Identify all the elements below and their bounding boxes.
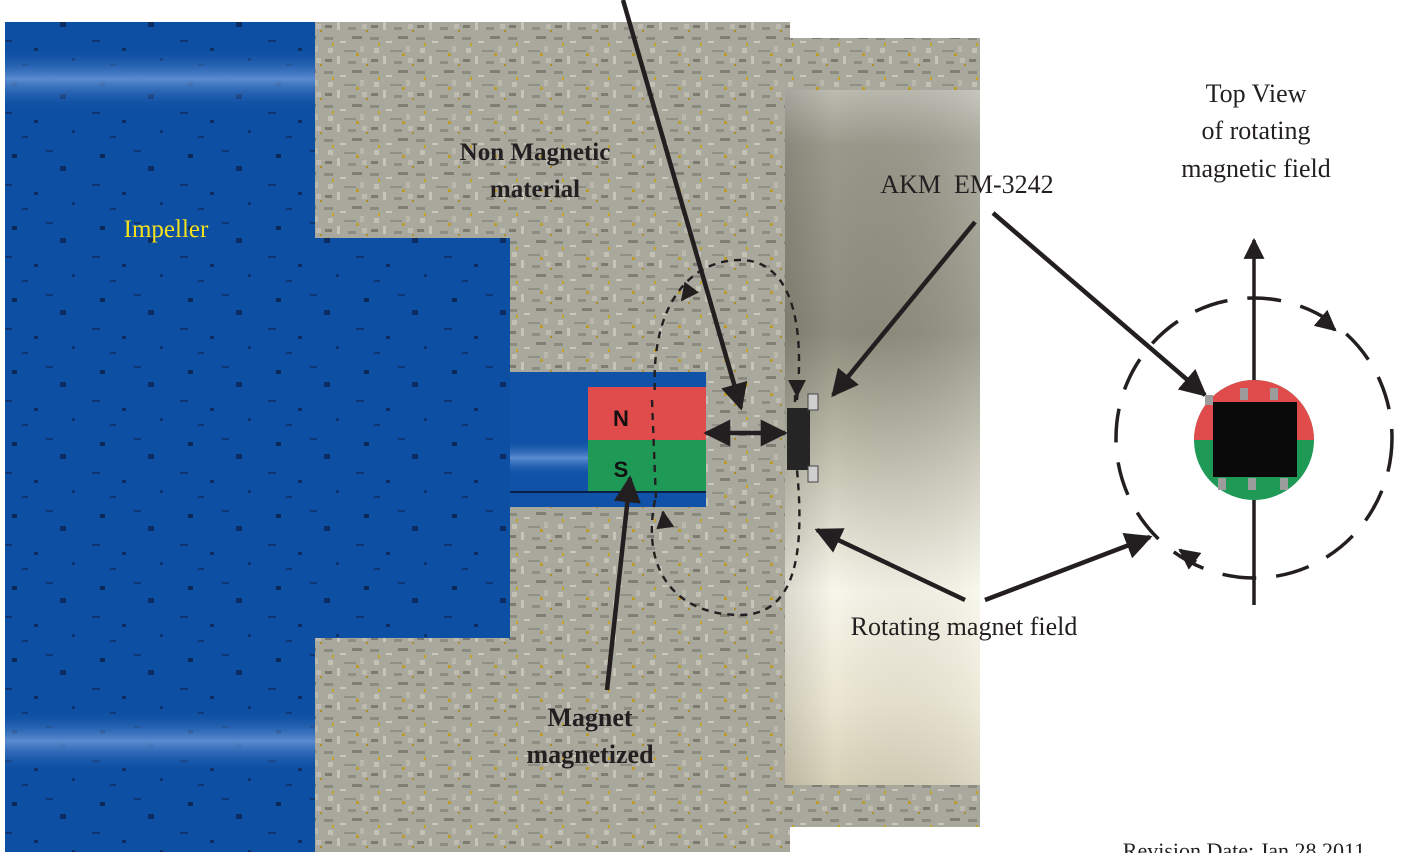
rotation-arrow-bottom xyxy=(1178,548,1202,570)
field-loop-side xyxy=(650,258,801,617)
magnet-label-line1: Magnet xyxy=(547,703,633,732)
top-view-label-line1: Top View xyxy=(1206,79,1307,108)
pointer-arrows xyxy=(604,0,1208,691)
magnet-north xyxy=(588,387,706,440)
sensor-label: AKM EM-3242 xyxy=(880,170,1053,199)
magnet: N S xyxy=(588,387,706,491)
top-view-label-line2: of rotating xyxy=(1201,116,1310,145)
field-loop-arrowheads xyxy=(656,281,806,530)
revision-date: Revision Date: Jan 28 2011 xyxy=(1123,838,1365,853)
sensor-chip-side xyxy=(787,393,819,483)
magnet-label-line2: magnetized xyxy=(526,740,654,769)
non-magnetic-label-line2: material xyxy=(490,176,580,203)
impeller-label: Impeller xyxy=(124,216,209,243)
top-view-label-line3: magnetic field xyxy=(1181,154,1330,183)
top-view-pointer-arrow xyxy=(991,211,1208,397)
magnet-north-label: N xyxy=(613,406,629,431)
rotation-arrow-top xyxy=(1313,309,1337,332)
top-view-field xyxy=(1114,237,1394,605)
magnet-pointer-arrow xyxy=(604,475,641,691)
rotating-field-label: Rotating magnet field xyxy=(851,612,1078,641)
non-magnetic-pointer-arrow xyxy=(620,0,748,411)
magnet-south-label: S xyxy=(614,457,629,482)
non-magnetic-label-line1: Non Magnetic xyxy=(460,139,611,166)
field-pointer-left-arrow xyxy=(814,527,966,603)
sensor-chip-top-view xyxy=(1194,380,1314,500)
sensor-pointer-arrow xyxy=(831,220,977,398)
field-pointer-right-arrow xyxy=(984,533,1153,603)
sensor-housing-plate xyxy=(785,90,980,785)
magnet-south xyxy=(588,440,706,491)
